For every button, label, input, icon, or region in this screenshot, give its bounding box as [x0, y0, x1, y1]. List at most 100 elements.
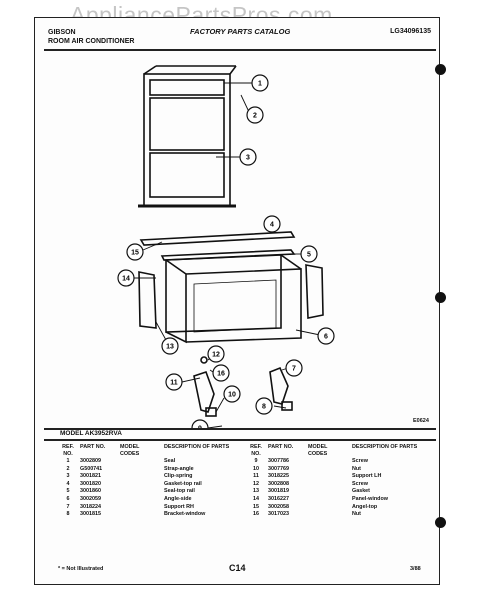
description-cell: Screw [352, 480, 368, 487]
model-codes-cell [306, 458, 350, 466]
parts-row: 10 3007769 Nut [246, 466, 424, 474]
ref-no-cell: 12 [253, 480, 259, 487]
binder-hole-bottom [435, 517, 446, 528]
svg-text:7: 7 [292, 366, 296, 373]
callout-1: 1 [251, 74, 269, 92]
catalog-title: FACTORY PARTS CATALOG [190, 27, 291, 36]
callout-11: 11 [165, 373, 183, 391]
svg-text:8: 8 [262, 404, 266, 411]
description-cell: Strap-angle [164, 465, 194, 472]
model-codes-cell [118, 496, 162, 504]
ref-no-cell: 8 [66, 511, 70, 518]
window-frame-assembly [138, 65, 237, 208]
parts-row: 12 3002808 Screw [246, 481, 424, 489]
svg-text:10: 10 [228, 392, 236, 399]
callout-12: 12 [207, 345, 225, 363]
callout-5: 5 [300, 245, 318, 263]
description-cell: Nut [352, 511, 361, 518]
col-model-codes: MODEL CODES [120, 444, 140, 457]
page-number: C14 [229, 563, 246, 573]
ref-no-cell: 16 [253, 511, 259, 518]
model-codes-cell [118, 481, 162, 489]
binder-hole-top [435, 64, 446, 75]
part-no-cell: G500741 [80, 465, 103, 472]
model-codes-cell [306, 473, 350, 481]
model-codes-cell [118, 466, 162, 474]
model-codes-cell [306, 504, 350, 512]
callout-13: 13 [161, 337, 179, 355]
side-window-panels [138, 264, 324, 329]
callout-8: 8 [255, 397, 273, 415]
svg-text:5: 5 [307, 252, 311, 259]
part-no-cell: 3018224 [80, 503, 101, 510]
parts-row: 13 3001819 Gasket [246, 488, 424, 496]
svg-text:16: 16 [217, 371, 225, 378]
description-cell: Clip-spring [164, 473, 193, 480]
model-number: MODEL AK3952RVA [60, 430, 122, 437]
model-codes-cell [118, 488, 162, 496]
part-no-cell: 3001819 [268, 488, 289, 495]
model-codes-cell [306, 511, 350, 519]
model-codes-cell [306, 496, 350, 504]
support-brackets [193, 356, 293, 417]
description-cell: Nut [352, 465, 361, 472]
description-cell: Gasket-top rail [164, 480, 202, 487]
description-cell: Angle-side [164, 495, 192, 502]
col-description: DESCRIPTION OF PARTS [352, 444, 418, 450]
part-no-cell: 3007769 [268, 465, 289, 472]
ref-no-cell: 15 [253, 503, 259, 510]
product-name: ROOM AIR CONDITIONER [48, 38, 135, 45]
part-no-cell: 3016227 [268, 495, 289, 502]
ref-no-cell: 13 [253, 488, 259, 495]
description-cell: Gasket [352, 488, 370, 495]
col-description: DESCRIPTION OF PARTS [164, 444, 230, 450]
part-no-cell: 3017023 [268, 511, 289, 518]
part-no-cell: 3001815 [80, 511, 101, 518]
description-cell: Angel-top [352, 503, 378, 510]
callout-leaders [133, 82, 321, 429]
svg-text:13: 13 [166, 344, 174, 351]
drawing-code: E0624 [413, 418, 429, 424]
part-no-cell: 3018225 [268, 473, 289, 480]
exploded-parts-diagram: 1 2 3 4 5 6 7 8 9 10 11 12 13 14 15 16 [117, 65, 335, 430]
part-no-cell: 3002059 [80, 495, 101, 502]
svg-text:12: 12 [212, 352, 220, 359]
svg-text:4: 4 [270, 222, 274, 229]
parts-row: 2 G500741 Strap-angle [58, 466, 236, 474]
description-cell: Seal [164, 458, 176, 464]
model-codes-cell [118, 458, 162, 466]
footnote: * = Not Illustrated [58, 566, 104, 572]
ref-no-cell: 2 [66, 465, 70, 472]
description-cell: Support LH [352, 473, 382, 480]
cabinet-sleeve [165, 254, 302, 344]
part-no-cell: 3001820 [80, 480, 101, 487]
model-codes-cell [118, 504, 162, 512]
callout-markers: 1 2 3 4 5 6 7 8 9 10 11 12 13 14 15 16 [117, 74, 335, 430]
binder-hole-middle [435, 292, 446, 303]
svg-text:11: 11 [170, 380, 178, 387]
callout-6: 6 [317, 327, 335, 345]
ref-no-cell: 3 [66, 473, 70, 480]
table-header-row: REF. NO. PART NO. MODEL CODES DESCRIPTIO… [246, 444, 424, 458]
svg-text:1: 1 [258, 81, 262, 88]
ref-no-cell: 10 [253, 465, 259, 472]
page-header-left: GIBSON ROOM AIR CONDITIONER [48, 28, 134, 46]
part-no-cell: 3002808 [268, 480, 289, 487]
ref-no-cell: 11 [253, 473, 259, 480]
parts-table-left: REF. NO. PART NO. MODEL CODES DESCRIPTIO… [58, 444, 236, 519]
svg-text:2: 2 [253, 113, 257, 120]
parts-row: 16 3017023 Nut [246, 511, 424, 519]
callout-10: 10 [223, 385, 241, 403]
svg-text:14: 14 [122, 276, 130, 283]
callout-4: 4 [263, 215, 281, 233]
svg-text:6: 6 [324, 334, 328, 341]
